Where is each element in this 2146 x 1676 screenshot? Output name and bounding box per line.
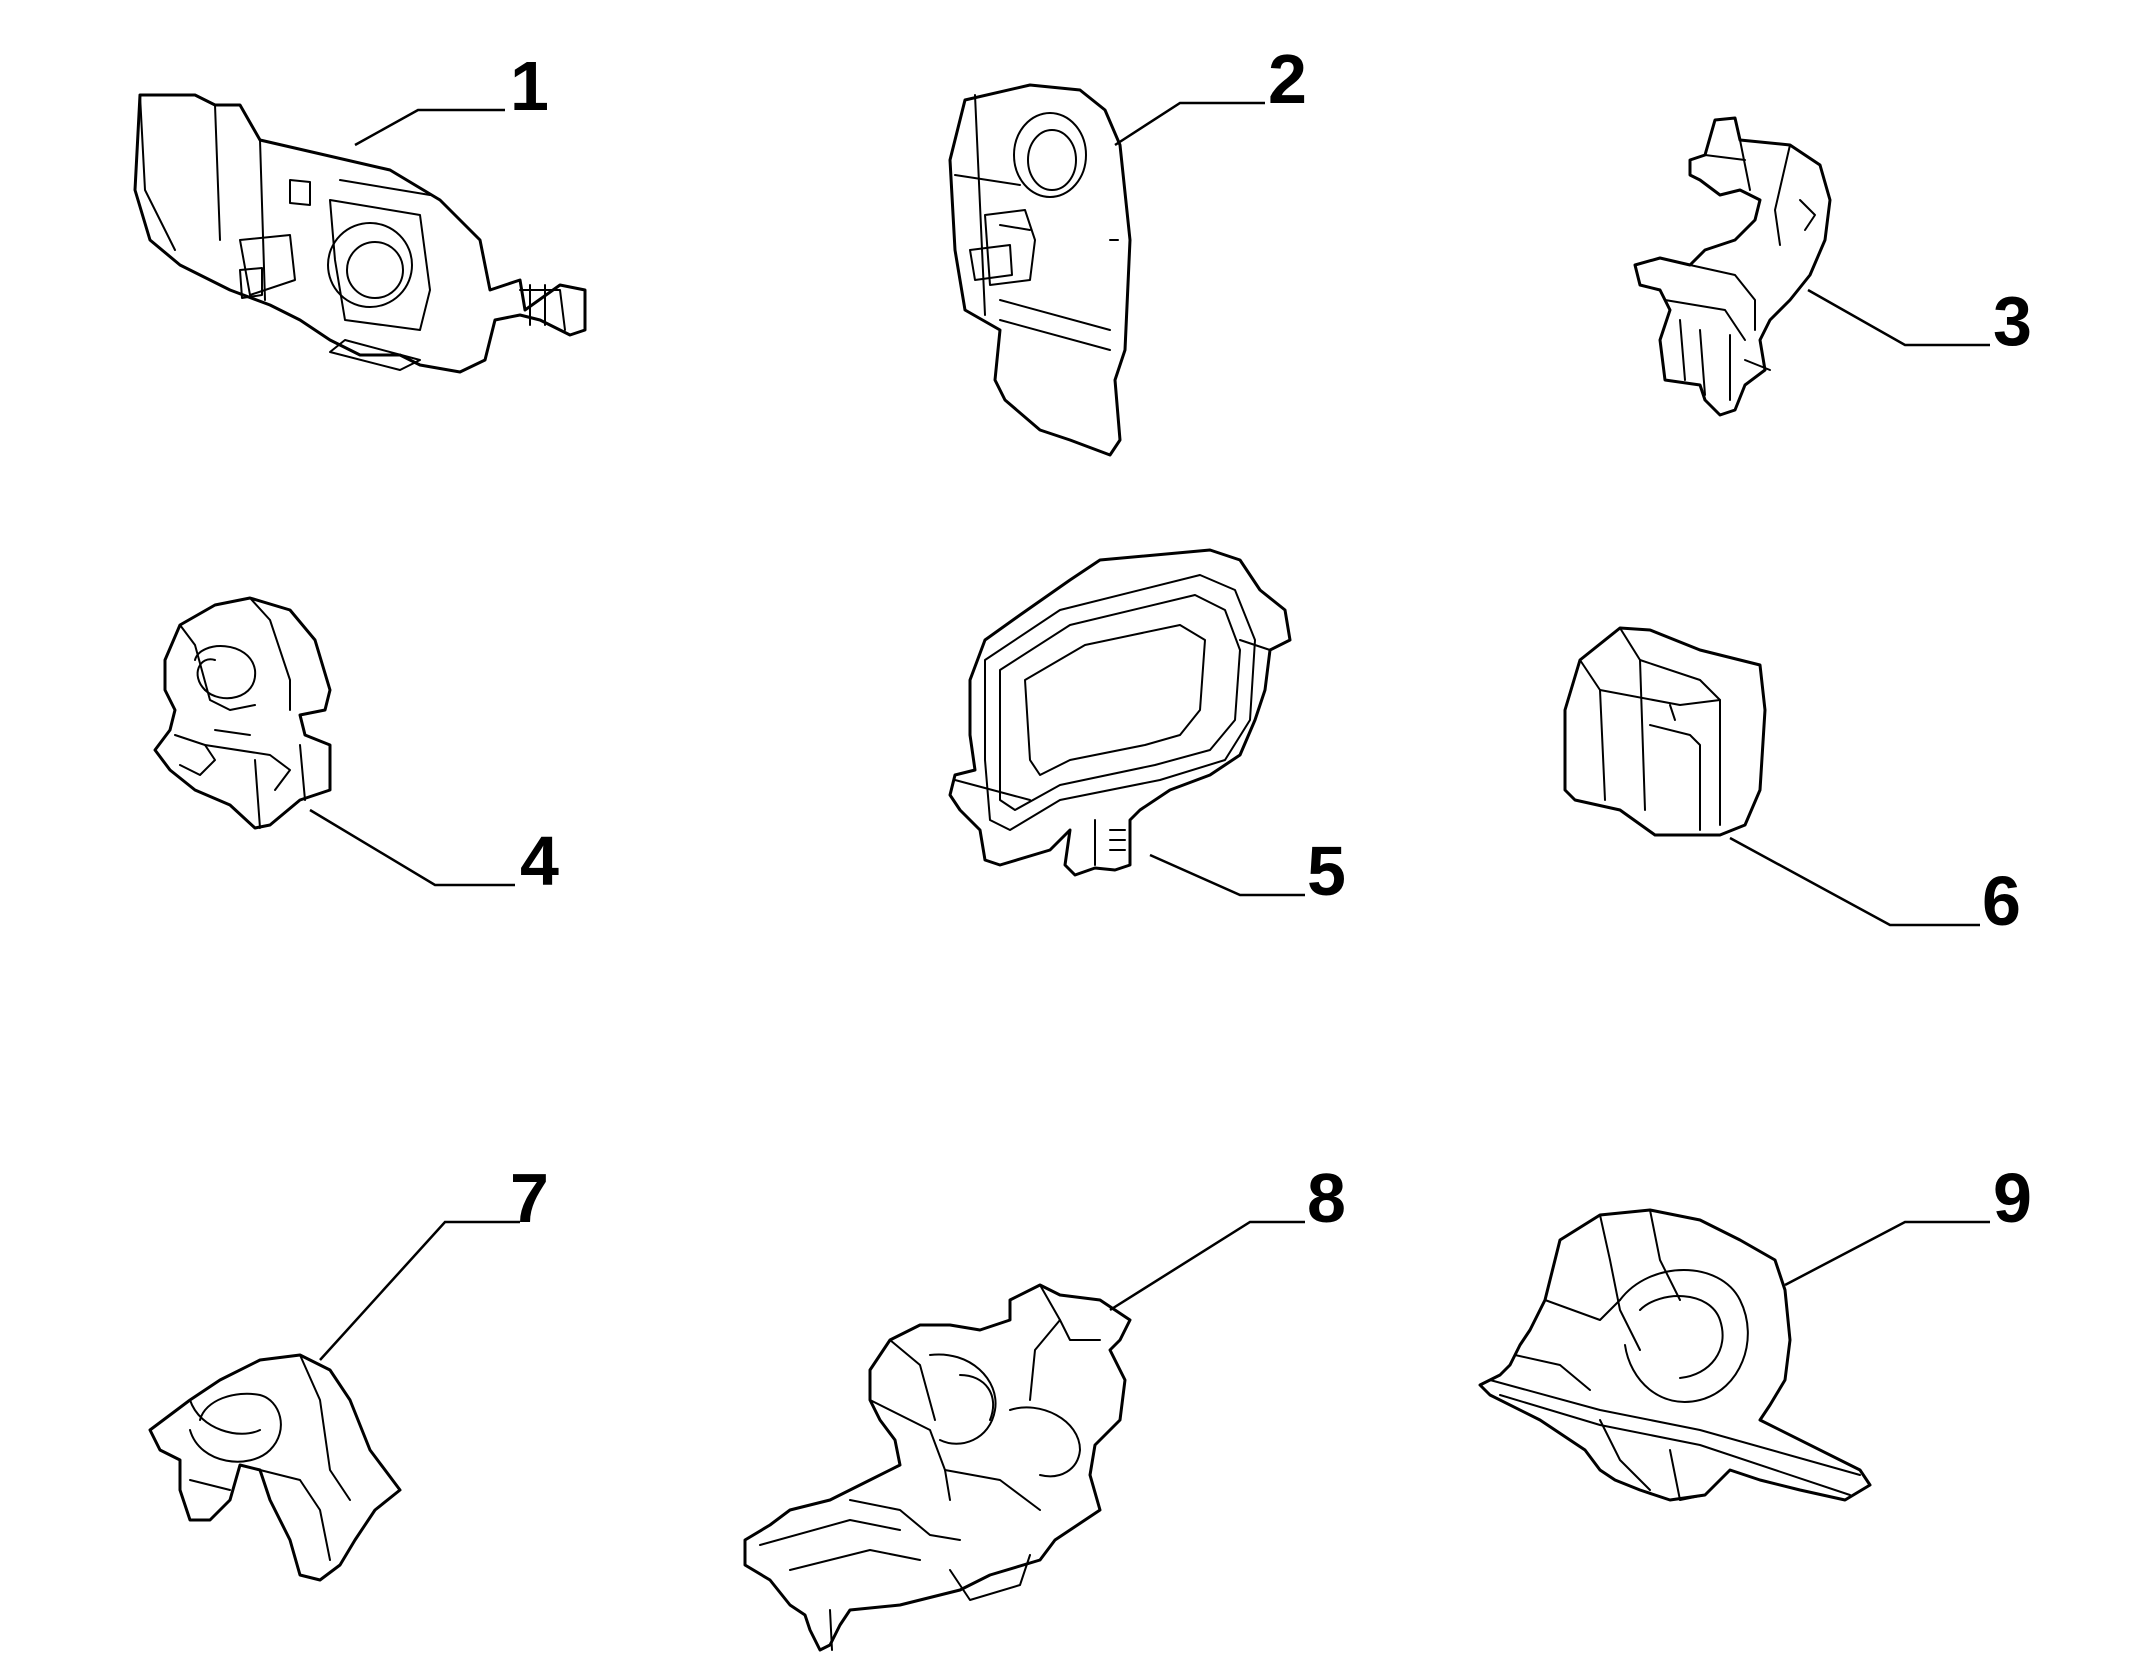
part-8-drawing <box>743 1283 1132 1652</box>
callout-numbers: 1 2 3 4 5 6 7 8 9 <box>510 40 2032 1237</box>
part-9-drawing <box>1478 1208 1872 1502</box>
leader-3 <box>1807 288 1990 347</box>
callout-2: 2 <box>1268 40 1307 118</box>
leader-8 <box>1109 1220 1305 1312</box>
callout-7: 7 <box>510 1159 549 1237</box>
callout-3: 3 <box>1993 282 2032 360</box>
leader-9 <box>1784 1220 1990 1287</box>
leader-6 <box>1729 836 1980 927</box>
callout-4: 4 <box>520 822 559 900</box>
leader-1 <box>354 108 505 147</box>
leader-7 <box>319 1220 520 1361</box>
callout-8: 8 <box>1307 1159 1346 1237</box>
part-4-drawing <box>153 596 332 830</box>
callout-5: 5 <box>1307 832 1346 910</box>
callout-9: 9 <box>1993 1159 2032 1237</box>
leader-lines <box>309 101 1990 1361</box>
leader-5 <box>1149 853 1305 897</box>
leader-2 <box>1114 101 1265 147</box>
part-6-drawing <box>1563 626 1767 837</box>
part-7-drawing <box>148 1353 402 1582</box>
callout-1: 1 <box>510 47 549 125</box>
callout-6: 6 <box>1982 862 2021 940</box>
part-2-drawing <box>948 83 1132 457</box>
part-5-drawing <box>948 548 1292 877</box>
part-3-drawing <box>1633 116 1832 417</box>
part-1-drawing <box>133 93 587 374</box>
leader-4 <box>309 808 515 887</box>
